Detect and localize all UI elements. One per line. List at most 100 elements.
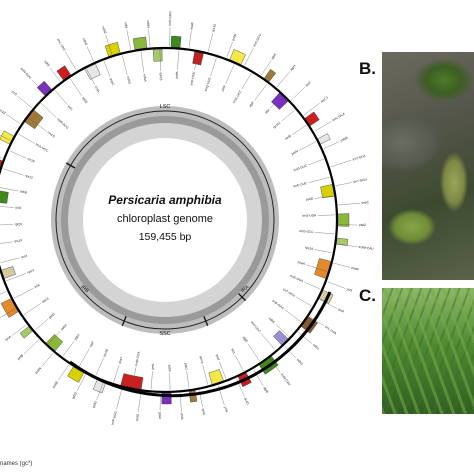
genome-type: chloroplast genome <box>117 213 213 225</box>
gene-label: rpoC2 <box>272 121 281 130</box>
gene-label: psbD <box>306 197 315 202</box>
gene-block <box>320 184 335 199</box>
gene-label: psbA <box>175 70 180 78</box>
gene-label-tick <box>9 150 27 159</box>
gene-label: rps18 <box>102 348 109 357</box>
gene-label-tick <box>188 31 192 48</box>
gene-label-tick <box>317 214 335 216</box>
region-label-ssc: SSC <box>159 331 170 337</box>
gene-label-tick <box>323 141 340 149</box>
gene-label: ccsA <box>94 85 101 94</box>
gene-label-tick <box>0 241 13 244</box>
gene-label-tick <box>276 71 290 87</box>
gene-label: ndhE <box>101 26 107 34</box>
gene-label: trnF-GAA <box>271 299 285 311</box>
gene-label: trnQ-UUG <box>204 76 212 91</box>
gene-label: trnS-UGA <box>302 213 317 217</box>
gene-label-tick <box>260 333 276 350</box>
gene-label-tick <box>17 95 32 109</box>
gene-label: psbF <box>167 365 171 372</box>
gene-label: trnD-GUC <box>293 163 308 172</box>
gene-label-tick <box>298 331 313 344</box>
gene-label: trnT-GGU <box>353 177 368 184</box>
gene-label-tick <box>0 291 7 295</box>
gene-label-tick <box>65 51 77 71</box>
gene-label: clpP <box>88 341 95 348</box>
gene-label-tick <box>159 50 161 72</box>
gene-label-tick <box>319 299 337 309</box>
gene-label-tick <box>0 134 11 141</box>
gene-label-tick <box>18 133 35 144</box>
gene-label-tick <box>0 257 20 263</box>
gene-label: ndhJ <box>312 343 320 351</box>
gene-label: rrn4.5 <box>47 130 56 138</box>
gene-label: psbM <box>340 136 349 143</box>
gene-label-tick <box>292 125 307 135</box>
gene-label-tick <box>78 348 90 367</box>
gene-label: ndhA <box>142 74 147 83</box>
gene-label: ycf3 <box>346 287 353 293</box>
gene-block <box>271 92 289 110</box>
gene-label-tick <box>86 46 94 62</box>
gene-label: trnT-UGU <box>282 287 296 298</box>
gene-label-tick <box>314 249 332 254</box>
gene-label-tick <box>6 114 21 124</box>
gene-label: infA <box>34 283 41 289</box>
gene-label-tick <box>140 51 145 73</box>
gene-label-tick <box>96 382 104 401</box>
gene-label: rrn23 <box>0 108 7 116</box>
gene-label-tick <box>270 96 282 109</box>
genome-length: 159,455 bp <box>139 231 192 243</box>
gene-label: trnE-UUC <box>293 181 308 189</box>
gene-label: psbJ <box>184 363 189 371</box>
gene-label: petN <box>291 149 299 156</box>
gene-label-tick <box>303 102 320 116</box>
gene-label: atpA <box>270 52 277 60</box>
gene-label: trnY-GUA <box>352 153 367 161</box>
gene-label-tick <box>12 324 27 336</box>
gene-label: rps2 <box>305 80 312 87</box>
gene-label-tick <box>338 203 361 206</box>
gene-label-tick <box>0 206 14 208</box>
gene-label-tick <box>309 316 325 326</box>
gene-label: atpF <box>248 100 255 108</box>
panel-b-label: B. <box>359 59 376 78</box>
gene-label: rpoA <box>4 334 12 342</box>
gene-label-tick <box>105 34 113 55</box>
gene-label: trnfM-CAU <box>358 245 374 251</box>
gene-label: rpl14 <box>27 268 35 274</box>
gene-label: rps14 <box>305 245 314 251</box>
gene-label-tick <box>202 365 208 385</box>
gene-label: psbT <box>73 333 80 341</box>
gene-label-tick <box>241 73 252 90</box>
gene-label-tick <box>207 33 213 52</box>
panel-c-photo <box>382 288 474 414</box>
gene-label: petB <box>17 353 25 360</box>
gene-label: psbZ <box>359 223 366 227</box>
gene-label-tick <box>254 83 268 101</box>
gene-label: trnN-GUU <box>20 67 33 81</box>
gene-label: ndhK <box>268 316 277 325</box>
gene-label: rpl33 <box>92 401 98 409</box>
gene-label-tick <box>148 29 151 47</box>
gene-label-tick <box>247 343 260 362</box>
gene-label: trnK-UUU <box>189 71 196 86</box>
gene-label: rps11 <box>41 296 50 304</box>
gene-label-tick <box>295 296 312 307</box>
gene-label-tick <box>35 318 49 331</box>
gene-label-tick <box>261 60 272 76</box>
region-label-lsc: LSC <box>160 104 171 110</box>
gene-label-tick <box>48 330 61 344</box>
gene-label-tick <box>308 177 330 183</box>
gene-label: atpH <box>289 63 297 71</box>
gene-label: trnL-UAA <box>324 325 338 336</box>
gene-label-tick <box>0 157 3 159</box>
gene-label-tick <box>186 371 190 389</box>
gene-label-tick <box>177 50 180 70</box>
gene-label: psbK <box>231 32 238 41</box>
panel-b-photo <box>382 52 474 280</box>
gene-label-tick <box>62 341 75 357</box>
gene-label-tick <box>244 47 254 66</box>
gene-label-tick <box>269 358 281 373</box>
gene-label: rpl20 <box>71 391 78 399</box>
